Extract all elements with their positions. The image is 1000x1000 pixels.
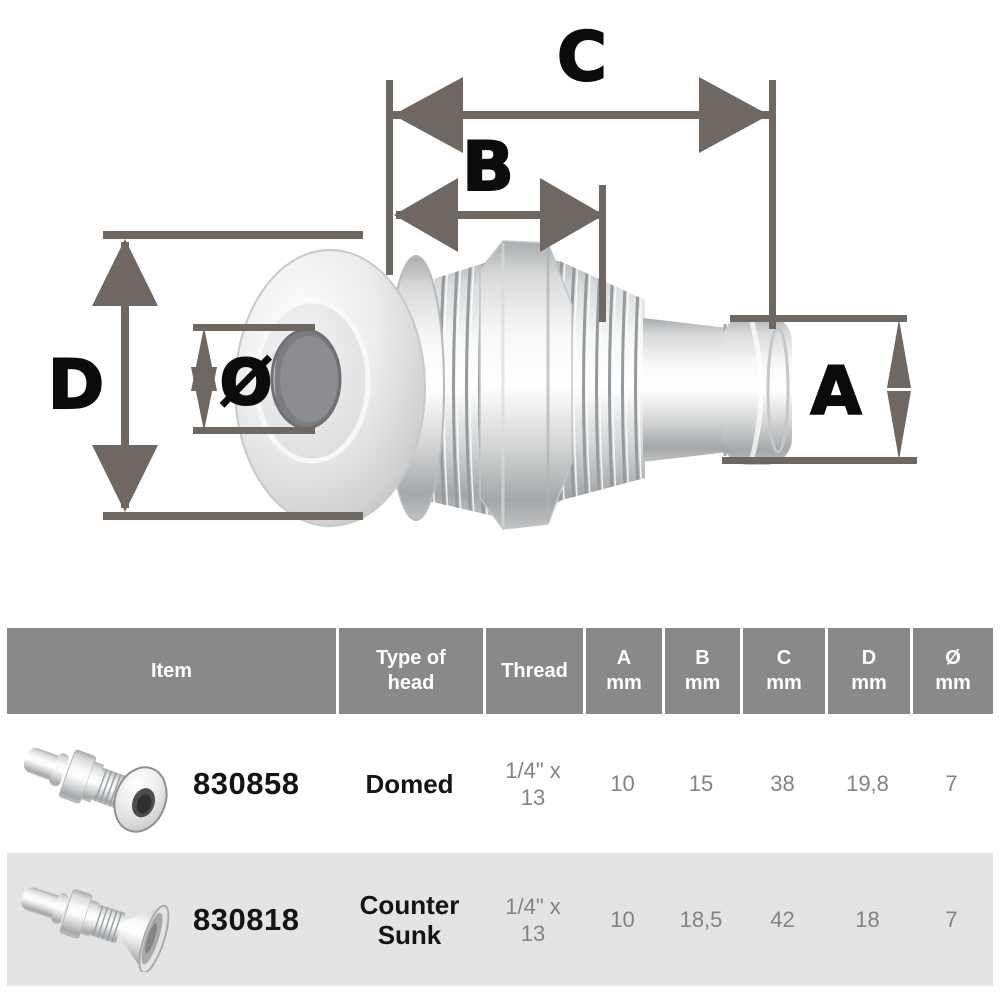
cell-dia-mm: 7 <box>945 907 958 932</box>
table-row-830818: 830818 Counter Sunk 1/4" x 13 10 18,5 42… <box>7 853 993 986</box>
dim-c: C <box>386 17 776 329</box>
dim-d-tick-bottom <box>103 512 363 520</box>
thumb-counter-sunk-fitting <box>21 886 170 972</box>
dim-c-line <box>393 111 769 119</box>
product-image-counter-sunk <box>19 868 171 972</box>
dim-c-extension-right <box>769 80 776 329</box>
col-thread: Thread <box>483 628 583 714</box>
product-image-domed <box>19 728 171 840</box>
dim-c-extension-left <box>386 80 393 275</box>
dim-label-c: C <box>557 18 607 97</box>
col-item: Item <box>150 659 193 682</box>
table-row-830858: 830858 Domed 1/4" x 13 10 15 38 19,8 7 <box>7 717 993 850</box>
dim-diameter-tick-top <box>193 324 315 331</box>
dim-a-tick-top <box>730 315 907 322</box>
dimension-annotations: C B D <box>47 17 917 520</box>
cell-item: 830858 <box>7 717 336 850</box>
dim-c-arrow-right <box>699 77 769 153</box>
dim-b-arrow-right <box>540 178 604 252</box>
cell-type-of-head: Domed <box>365 768 454 799</box>
item-number: 830818 <box>193 902 300 937</box>
dim-b: B <box>394 127 606 322</box>
cell-d-mm: 19,8 <box>846 771 889 796</box>
dim-b-extension-right <box>599 185 606 322</box>
dim-label-diameter: Ø <box>220 346 273 419</box>
dim-diameter-arrow-down <box>191 367 217 431</box>
thumb-domed-fitting <box>23 747 168 833</box>
dim-c-arrow-left <box>393 77 463 153</box>
cell-dia-mm: 7 <box>945 771 958 796</box>
cell-b-mm: 15 <box>688 771 714 796</box>
hose-barb-bead <box>722 315 792 465</box>
cell-thread: 1/4" x 13 <box>505 893 561 946</box>
hose-tail <box>643 318 728 462</box>
dim-label-d: D <box>48 346 104 425</box>
flange-bore-hole <box>270 328 342 430</box>
dim-a: A <box>722 315 917 464</box>
dim-diameter: Ø <box>191 324 315 434</box>
cell-type-of-head: Counter Sunk <box>359 889 460 950</box>
dim-d: D <box>47 231 363 520</box>
fitting-illustration <box>234 240 792 530</box>
dim-b-line <box>396 211 602 219</box>
cell-c-mm: 42 <box>770 907 795 932</box>
cell-a-mm: 10 <box>610 771 635 796</box>
cell-a-mm: 10 <box>610 907 635 932</box>
dim-label-b: B <box>462 128 514 207</box>
cell-b-mm: 18,5 <box>679 907 723 932</box>
item-number: 830858 <box>193 766 300 801</box>
hex-nut <box>479 240 573 530</box>
cell-d-mm: 18 <box>855 907 880 932</box>
dim-d-arrow-down <box>92 445 158 512</box>
dim-b-arrow-left <box>394 178 458 252</box>
dim-a-tick-bottom <box>722 457 917 464</box>
dim-d-arrow-up <box>92 239 158 306</box>
cell-thread: 1/4" x 13 <box>505 757 561 810</box>
dim-diameter-tick-bottom <box>193 427 315 434</box>
dim-a-arrow-down <box>887 391 911 460</box>
dim-label-a: A <box>810 353 861 430</box>
dim-d-tick-top <box>103 231 363 239</box>
domed-flange <box>234 249 426 527</box>
dimension-diagram: C B D <box>47 17 917 530</box>
cell-item: 830818 <box>7 853 336 986</box>
cell-c-mm: 38 <box>770 771 795 796</box>
dim-a-arrow-up <box>887 319 911 388</box>
dim-d-line <box>121 242 129 508</box>
fitting-diagram-svg: C B D <box>47 17 917 530</box>
